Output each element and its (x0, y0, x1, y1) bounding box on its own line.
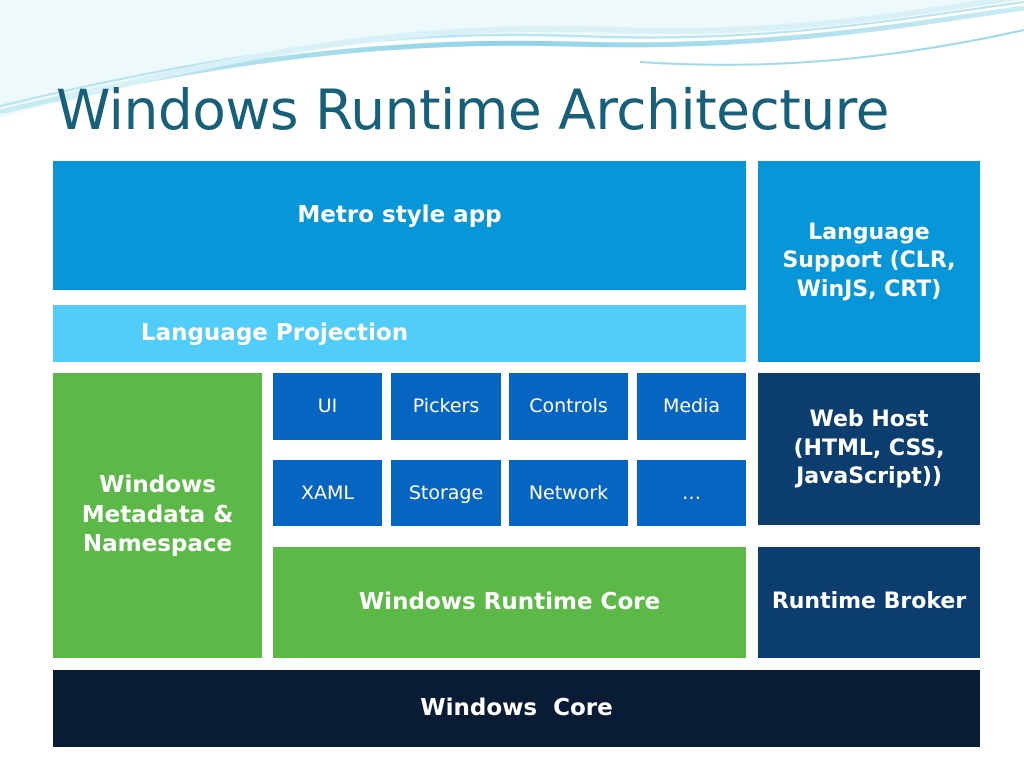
windows-core-label: Windows Core (420, 694, 613, 721)
component-media: Media (637, 373, 746, 440)
component-label: UI (317, 395, 338, 418)
component-controls: Controls (509, 373, 628, 440)
component-network: Network (509, 460, 628, 526)
language-projection-block: Language Projection (53, 305, 746, 362)
component-label: Controls (529, 395, 608, 418)
runtime-broker-label: Runtime Broker (771, 589, 967, 615)
component-label: Network (528, 481, 609, 504)
metro-style-app-block: Metro style app (53, 161, 746, 290)
runtime-broker-block: Runtime Broker (758, 547, 980, 658)
component-storage: Storage (391, 460, 501, 526)
component-label: XAML (301, 481, 354, 504)
language-projection-label: Language Projection (140, 319, 409, 346)
component-label: Media (662, 395, 721, 418)
decorative-wave (0, 0, 1024, 118)
windows-metadata-label: Windows Metadata & Namespace (81, 471, 234, 558)
web-host-block: Web Host (HTML, CSS, JavaScript)) (758, 373, 980, 525)
component-more: … (637, 460, 746, 526)
windows-runtime-core-block: Windows Runtime Core (273, 547, 746, 658)
metro-style-app-label: Metro style app (297, 201, 502, 228)
component-label: … (682, 481, 701, 504)
page-title: Windows Runtime Architecture (56, 78, 889, 142)
component-pickers: Pickers (391, 373, 501, 440)
component-label: Pickers (412, 395, 480, 418)
component-ui: UI (273, 373, 382, 440)
language-support-block: Language Support (CLR, WinJS, CRT) (758, 161, 980, 362)
language-support-label: Language Support (CLR, WinJS, CRT) (782, 219, 956, 302)
web-host-label: Web Host (HTML, CSS, JavaScript)) (793, 407, 945, 490)
component-label: Storage (408, 481, 484, 504)
windows-runtime-core-label: Windows Runtime Core (358, 588, 661, 615)
windows-metadata-block: Windows Metadata & Namespace (53, 373, 262, 658)
component-xaml: XAML (273, 460, 382, 526)
windows-core-block: Windows Core (53, 670, 980, 747)
